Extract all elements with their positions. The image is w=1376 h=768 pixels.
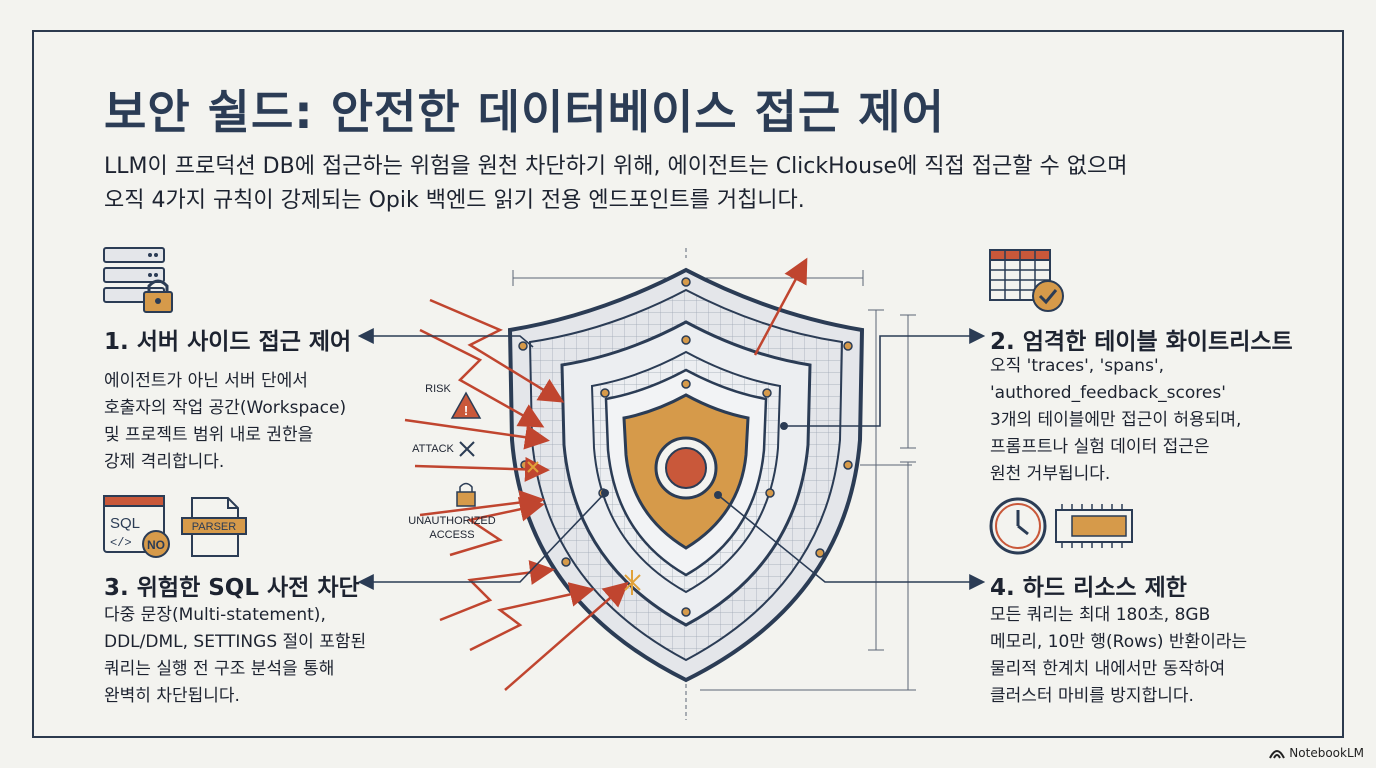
section-1-line: 및 프로젝트 범위 내로 권한을 <box>104 425 314 445</box>
section-4-line: 메모리, 10만 행(Rows) 반환이라는 <box>990 632 1248 652</box>
shield-target-core <box>665 447 707 489</box>
section-3-title: 3. 위험한 SQL 사전 차단 <box>104 575 360 601</box>
section-1-title: 1. 서버 사이드 접근 제어 <box>104 329 352 355</box>
sql-label: SQL <box>110 515 140 532</box>
crossed-swords-icon <box>459 441 475 457</box>
threat-label-access: ACCESS <box>429 529 474 541</box>
callout-lines <box>357 328 986 590</box>
svg-text:!: ! <box>464 403 468 418</box>
section-4-line: 클러스터 마비를 방지합니다. <box>990 686 1194 706</box>
section-3-line: 쿼리는 실행 전 구조 분석을 통해 <box>104 659 335 679</box>
page-frame <box>32 30 1344 738</box>
section-2-line: 3개의 테이블에만 접근이 허용되며, <box>990 410 1242 430</box>
clock-memory-icon <box>989 497 1133 555</box>
impact-sparks <box>527 461 641 595</box>
section-3-line: 다중 문장(Multi-statement), <box>104 605 326 625</box>
section-4-title: 4. 하드 리소스 제한 <box>990 575 1187 601</box>
section-3-body: 다중 문장(Multi-statement), DDL/DML, SETTING… <box>104 602 366 710</box>
threat-label-attack: ATTACK <box>412 443 454 455</box>
page-title: 보안 쉴드: 안전한 데이터베이스 접근 제어 <box>104 85 945 139</box>
table-check-icon <box>989 249 1064 312</box>
brand-label: NotebookLM <box>1289 746 1364 760</box>
section-1-line: 에이전트가 아닌 서버 단에서 <box>104 371 308 391</box>
section-2-body: 오직 'traces', 'spans', 'authored_feedback… <box>990 353 1241 488</box>
section-1-line: 강제 격리합니다. <box>104 452 225 472</box>
notebooklm-logo-icon <box>1269 750 1286 759</box>
padlock-small-icon <box>456 482 476 507</box>
parser-label: PARSER <box>192 521 236 533</box>
clock-icon <box>989 497 1047 555</box>
section-2-line: 'authored_feedback_scores' <box>990 383 1226 403</box>
section-3-line: 완벽히 차단됩니다. <box>104 686 240 706</box>
notebooklm-badge: NotebookLM <box>1269 746 1364 760</box>
section-4-line: 모든 쿼리는 최대 180초, 8GB <box>990 605 1211 625</box>
section-1-body: 에이전트가 아닌 서버 단에서 호출자의 작업 공간(Workspace) 및 … <box>104 368 346 476</box>
section-2-line: 프롬프트나 실험 데이터 접근은 <box>990 437 1210 457</box>
section-4-line: 물리적 한계치 내에서만 동작하여 <box>990 659 1226 679</box>
section-4-body: 모든 쿼리는 최대 180초, 8GB 메모리, 10만 행(Rows) 반환이… <box>990 602 1247 710</box>
section-3-line: DDL/DML, SETTINGS 절이 포함된 <box>104 632 367 652</box>
code-label: </> <box>110 536 132 550</box>
section-2-line: 오직 'traces', 'spans', <box>990 356 1165 376</box>
page-subtitle: LLM이 프로덕션 DB에 접근하는 위험을 원천 차단하기 위해, 에이전트는… <box>104 150 1264 218</box>
threat-label-risk: RISK <box>425 383 451 395</box>
section-2-line: 원천 거부됩니다. <box>990 464 1111 484</box>
memory-chip-icon <box>1055 504 1133 548</box>
threat-arrows <box>404 257 808 691</box>
warning-triangle-icon: ! <box>450 391 482 419</box>
section-2-title: 2. 엄격한 테이블 화이트리스트 <box>990 329 1293 355</box>
sql-parser-icon: SQL </> NO PARSER <box>103 495 247 558</box>
section-1-line: 호출자의 작업 공간(Workspace) <box>104 398 347 418</box>
no-label: NO <box>147 538 165 552</box>
subtitle-line: 오직 4가지 규칙이 강제되는 Opik 백엔드 읽기 전용 엔드포인트를 거칩… <box>104 188 805 213</box>
subtitle-line: LLM이 프로덕션 DB에 접근하는 위험을 원천 차단하기 위해, 에이전트는… <box>104 154 1128 179</box>
server-lock-icon <box>103 247 173 313</box>
threat-label-unauthorized: UNAUTHORIZED <box>408 515 495 527</box>
